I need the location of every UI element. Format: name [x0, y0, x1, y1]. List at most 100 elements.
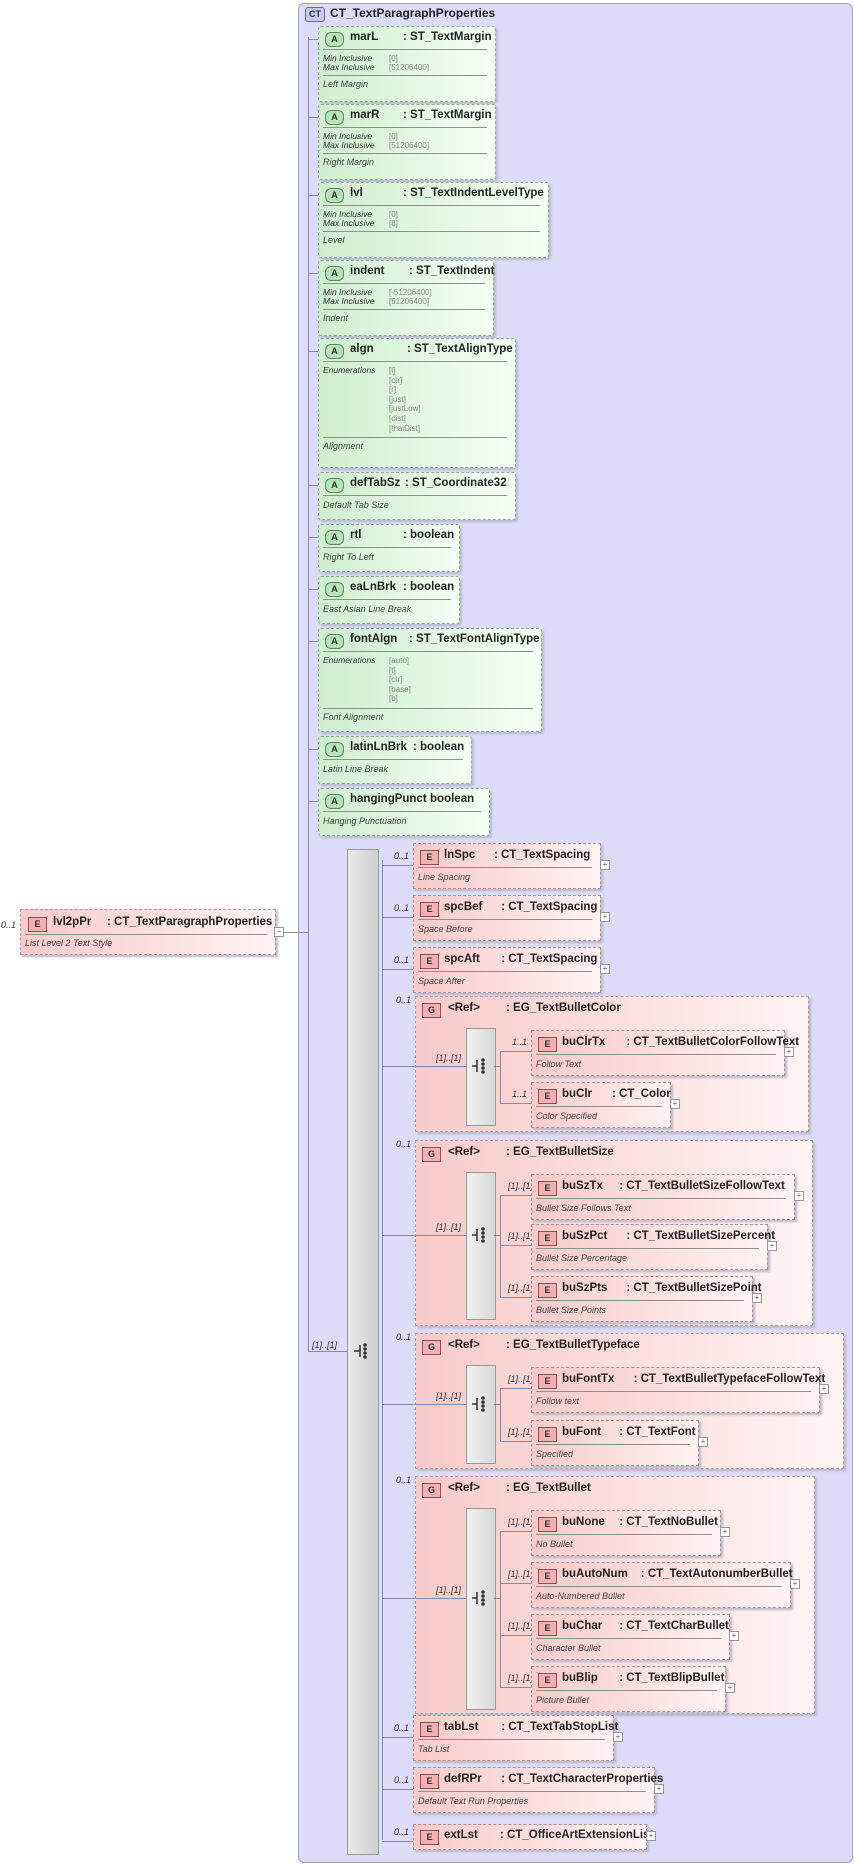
- element-cardinality: 0..1: [394, 955, 410, 965]
- group-badge: G: [422, 1340, 441, 1355]
- group-ref: <Ref>: [448, 1146, 480, 1158]
- attribute-type: : boolean: [403, 581, 455, 593]
- choice-spine: [500, 1051, 501, 1103]
- attribute-type: : ST_TextFontAlignType: [409, 633, 540, 645]
- attribute-doc: Alignment: [323, 441, 364, 452]
- group-name: : EG_TextBulletColor: [506, 1002, 621, 1014]
- divider: [536, 1300, 744, 1301]
- attribute-badge: A: [325, 188, 344, 203]
- attribute-name: marL: [350, 31, 379, 43]
- choice-compositor[interactable]: [466, 1028, 496, 1126]
- expand-icon[interactable]: +: [725, 1683, 735, 1693]
- attribute-badge: A: [325, 582, 344, 597]
- expand-icon[interactable]: +: [600, 964, 610, 974]
- expand-icon[interactable]: +: [794, 1191, 804, 1201]
- expand-icon[interactable]: +: [613, 1732, 623, 1742]
- divider: [418, 971, 592, 972]
- expand-icon[interactable]: +: [600, 912, 610, 922]
- choice-compositor[interactable]: [466, 1172, 496, 1320]
- element-type: : CT_TextSpacing: [501, 901, 598, 913]
- attribute-badge: A: [325, 266, 344, 281]
- expand-icon[interactable]: +: [698, 1437, 708, 1447]
- expand-icon[interactable]: +: [752, 1293, 762, 1303]
- attribute-name: latinLnBrk: [350, 741, 407, 753]
- element-badge: E: [538, 1621, 557, 1636]
- element-badge: E: [538, 1181, 557, 1196]
- element-name: buFontTx: [562, 1373, 615, 1385]
- element-doc: Specified: [536, 1449, 574, 1459]
- facet-value: [auto]: [389, 656, 410, 665]
- facet-key: Min Inclusive: [323, 287, 373, 297]
- element-badge: E: [538, 1673, 557, 1688]
- expand-icon[interactable]: +: [767, 1241, 777, 1251]
- attribute-doc: Latin Line Break: [323, 764, 389, 774]
- expand-icon[interactable]: +: [670, 1099, 680, 1109]
- connector: [308, 1351, 347, 1352]
- connector: [308, 273, 318, 274]
- element-cardinality: 0..1: [394, 1723, 410, 1733]
- connector: [500, 1388, 531, 1389]
- attribute-name: marR: [350, 109, 380, 121]
- element-name: buBlip: [562, 1672, 598, 1684]
- choice-compositor[interactable]: [466, 1365, 496, 1464]
- root-element-lvl2pPr[interactable]: E lvl2pPr : CT_TextParagraphProperties L…: [20, 909, 276, 955]
- connector: [382, 1404, 466, 1405]
- attribute-doc: Indent: [323, 313, 349, 323]
- facet-value: [0]: [389, 132, 398, 141]
- expand-icon[interactable]: +: [729, 1631, 739, 1641]
- connector: [494, 1404, 500, 1405]
- child-cardinality: 1..1: [512, 1037, 528, 1047]
- element-type: : CT_OfficeArtExtensionList: [500, 1829, 654, 1841]
- element-type: : CT_TextCharacterProperties: [501, 1773, 664, 1785]
- attribute-doc: Level: [323, 235, 345, 245]
- sequence-compositor[interactable]: [347, 849, 379, 1855]
- divider: [418, 1791, 646, 1792]
- expand-icon[interactable]: +: [790, 1579, 800, 1589]
- choice-compositor[interactable]: [466, 1508, 496, 1710]
- divider: [418, 867, 592, 868]
- collapse-toggle-icon[interactable]: −: [274, 927, 284, 937]
- expand-icon[interactable]: +: [819, 1384, 829, 1394]
- divider: [323, 437, 507, 439]
- expand-icon[interactable]: +: [600, 860, 610, 870]
- expand-icon[interactable]: +: [646, 1831, 656, 1841]
- element-type: : CT_TextBulletTypefaceFollowText: [633, 1373, 826, 1385]
- expand-icon[interactable]: +: [654, 1784, 664, 1794]
- divider: [323, 495, 507, 496]
- divider: [25, 934, 267, 935]
- connector: [382, 1737, 413, 1738]
- expand-icon[interactable]: +: [720, 1527, 730, 1537]
- expand-icon[interactable]: +: [784, 1047, 794, 1057]
- divider: [323, 49, 487, 50]
- element-name: buChar: [562, 1620, 603, 1632]
- root-element-name: lvl2pPr: [53, 916, 92, 928]
